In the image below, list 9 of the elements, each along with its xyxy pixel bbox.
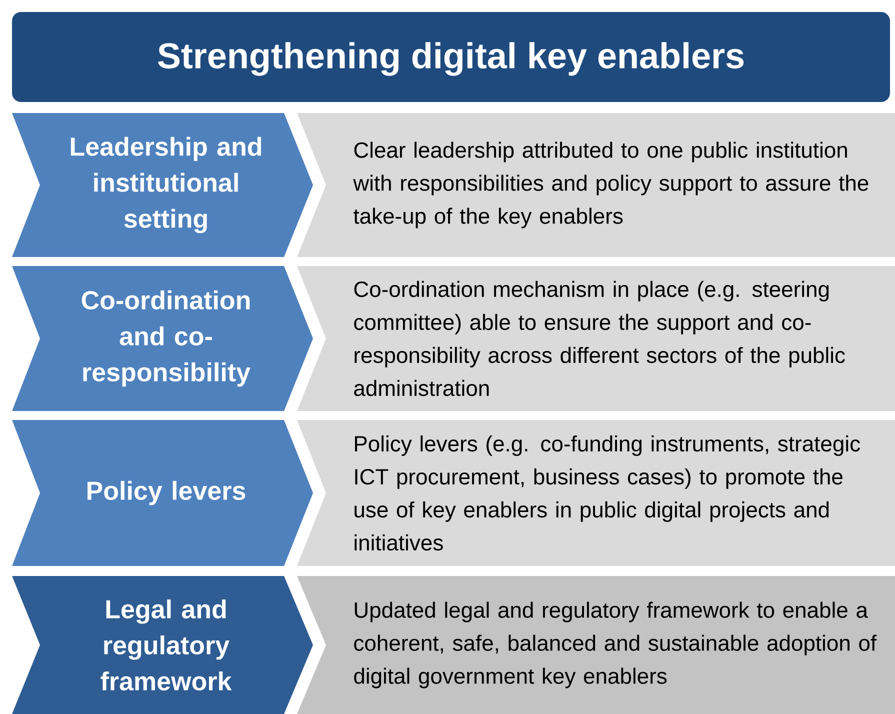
- chevron-label: Policy levers: [12, 420, 313, 566]
- title-banner: Strengthening digital key enablers: [12, 12, 890, 102]
- description-panel: Updated legal and regulatory framework to enable a coherent, safe, balanced and sustainable adoption of digital government key enablers: [297, 576, 895, 714]
- chevron-label: Legal and regulatory framework: [12, 576, 313, 714]
- chevron-label: Co-ordination and co-responsibility: [12, 266, 313, 411]
- description-panel: Clear leadership attributed to one public institution with responsibilities and policy support to assure the take-up of the key enablers: [297, 113, 895, 257]
- description-panel: Policy levers (e.g. co-funding instruments, strategic ICT procurement, business cases) to promote the use of key enablers in public digital projects and initiatives: [297, 420, 895, 566]
- description-panel: Co-ordination mechanism in place (e.g. steering committee) able to ensure the support and co-responsibility across different sectors of the public administration: [297, 266, 895, 411]
- chevron-label: Leadership and institutional setting: [12, 113, 313, 257]
